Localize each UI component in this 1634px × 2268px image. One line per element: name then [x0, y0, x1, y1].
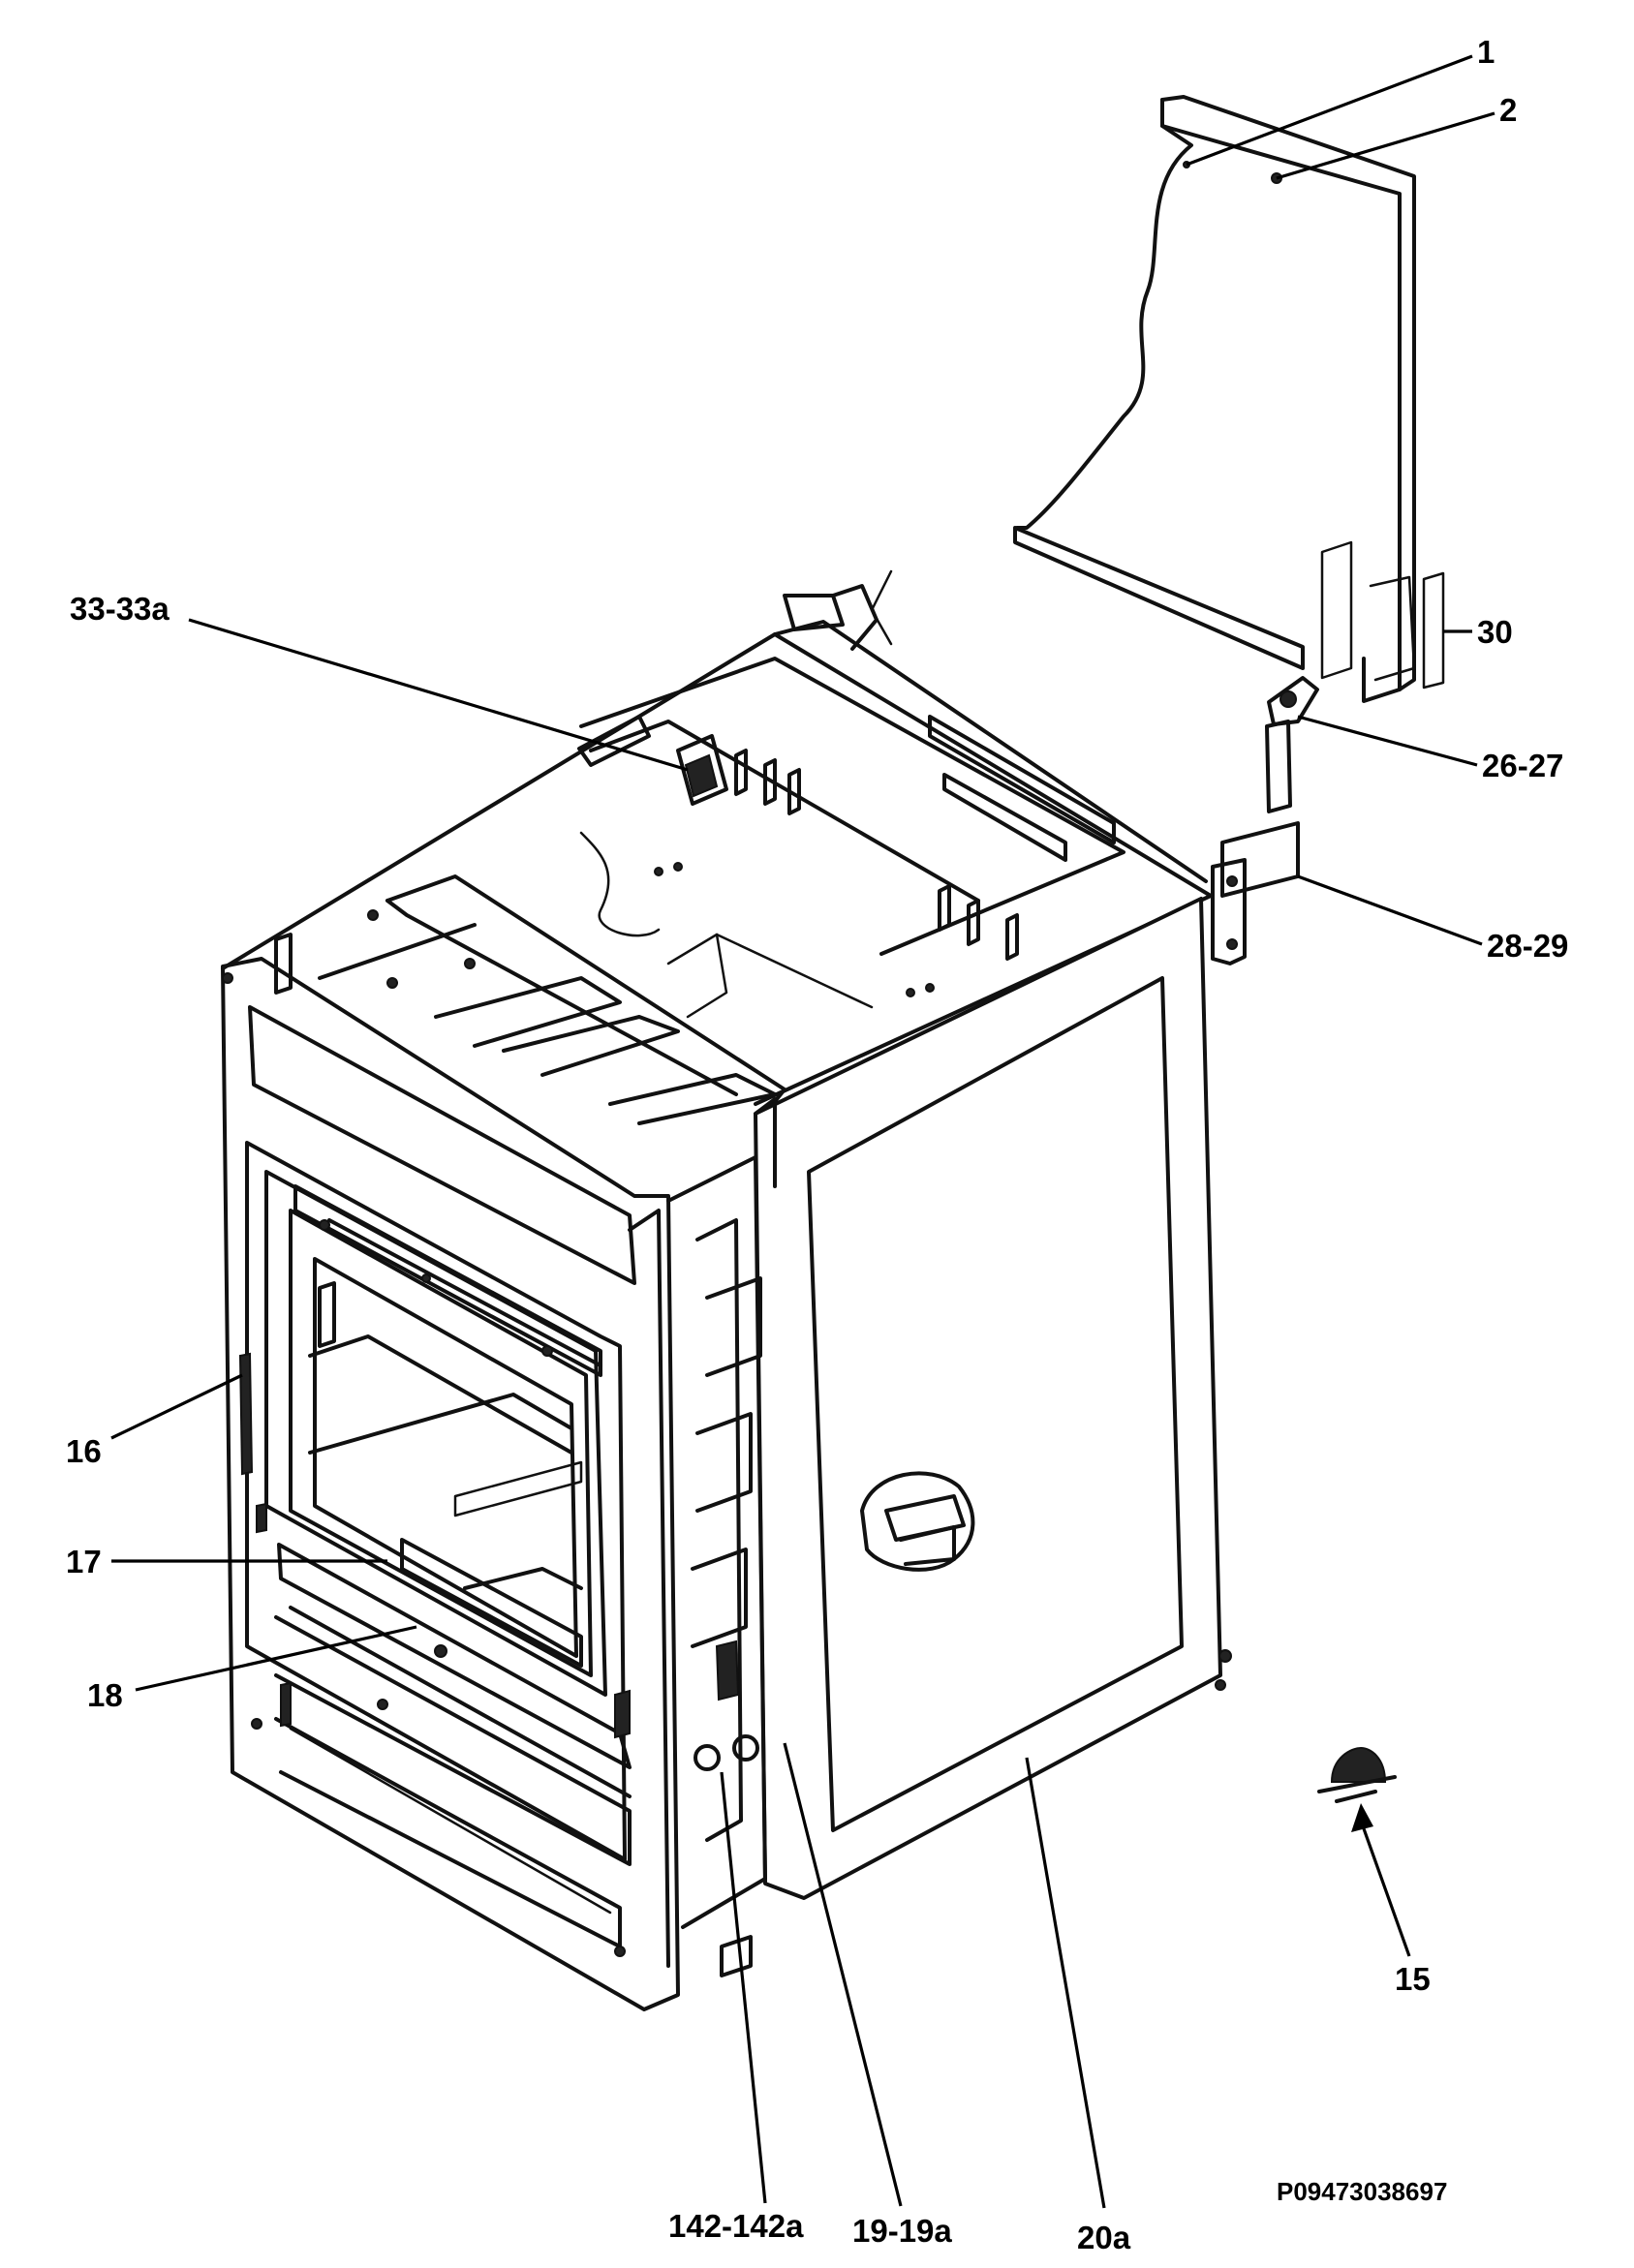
callout-26-27: 26-27 — [1482, 748, 1563, 783]
callout-16: 16 — [66, 1433, 102, 1469]
hinge-bracket-28-29 — [1211, 821, 1300, 965]
hinge-bracket-26-27 — [1265, 676, 1319, 813]
foot-part-15 — [1317, 1746, 1397, 1803]
callout-30: 30 — [1477, 614, 1513, 650]
callout-labels: 1 2 30 26-27 28-29 33-33a 16 17 18 15 14… — [66, 34, 1568, 2255]
callout-28-29: 28-29 — [1487, 928, 1568, 964]
callout-15: 15 — [1395, 1961, 1431, 1997]
top-panel — [1013, 95, 1445, 703]
callout-142-142a: 142-142a — [668, 2208, 804, 2244]
cabinet-top-frame — [221, 569, 1213, 1125]
callout-17: 17 — [66, 1544, 102, 1579]
callout-19-19a: 19-19a — [852, 2213, 952, 2249]
front-frame — [221, 957, 680, 2011]
callout-18: 18 — [87, 1677, 123, 1713]
callout-20a: 20a — [1077, 2220, 1131, 2255]
side-panel-20a — [666, 897, 1232, 1977]
callout-2: 2 — [1499, 92, 1517, 128]
callout-33-33a: 33-33a — [70, 591, 170, 627]
callout-1: 1 — [1477, 34, 1495, 70]
drawing-code: P09473038697 — [1277, 2177, 1447, 2206]
leader-lines — [110, 54, 1495, 2209]
